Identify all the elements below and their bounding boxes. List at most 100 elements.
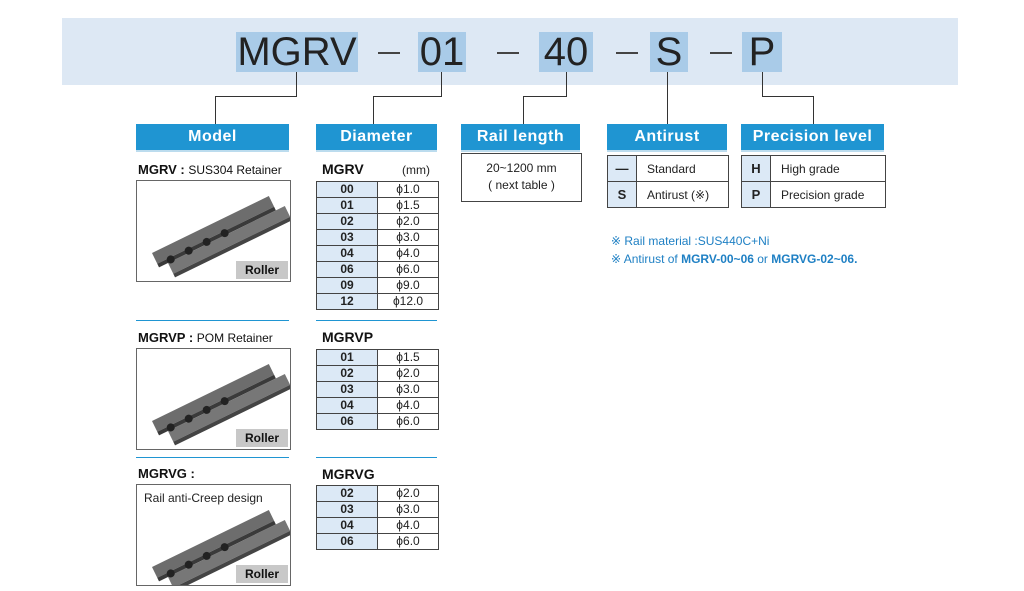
model-header: Model bbox=[136, 124, 289, 152]
diameter-value: ϕ6.0 bbox=[377, 533, 439, 550]
diameter-value: ϕ12.0 bbox=[377, 293, 439, 310]
diameter-code: 02 bbox=[316, 365, 378, 382]
connector bbox=[441, 72, 442, 96]
rail-length-box: 20~1200 mm ( next table ) bbox=[461, 153, 582, 202]
connector bbox=[296, 72, 297, 96]
diameter-code: 03 bbox=[316, 501, 378, 518]
diameter-value: ϕ1.5 bbox=[377, 197, 439, 214]
code-part-antirust: S bbox=[650, 32, 688, 72]
code-band bbox=[62, 18, 958, 85]
diameter-code: 02 bbox=[316, 485, 378, 502]
diameter-group-title: MGRV bbox=[322, 161, 364, 177]
roller-badge: Roller bbox=[236, 261, 288, 279]
diameter-header: Diameter bbox=[316, 124, 437, 152]
code-part-diameter: 01 bbox=[418, 30, 466, 74]
note-rail-material: ※ Rail material :SUS440C+Ni bbox=[611, 234, 770, 248]
divider bbox=[136, 457, 289, 458]
connector bbox=[373, 96, 374, 124]
code-part-precision: P bbox=[742, 32, 782, 72]
code-part-model: MGRV bbox=[236, 30, 358, 74]
diameter-value: ϕ6.0 bbox=[377, 413, 439, 430]
connector bbox=[762, 72, 763, 96]
roller-guide-icon bbox=[152, 196, 290, 278]
diameter-value: ϕ4.0 bbox=[377, 517, 439, 534]
rail-length-header: Rail length bbox=[461, 124, 580, 152]
code-part-length: 40 bbox=[539, 32, 593, 72]
diameter-code: 06 bbox=[316, 261, 378, 278]
diameter-value: ϕ2.0 bbox=[377, 213, 439, 230]
note-antirust: ※ Antirust of MGRV-00~06 or MGRVG-02~06. bbox=[611, 252, 858, 266]
diameter-value: ϕ1.0 bbox=[377, 181, 439, 198]
diameter-code: 06 bbox=[316, 413, 378, 430]
roller-guide-icon bbox=[152, 510, 290, 585]
code-dash bbox=[710, 52, 732, 54]
diameter-code: 03 bbox=[316, 229, 378, 246]
roller-guide-icon bbox=[152, 364, 290, 446]
code-dash bbox=[378, 52, 400, 54]
rail-length-note: ( next table ) bbox=[488, 178, 555, 192]
diameter-value: ϕ4.0 bbox=[377, 397, 439, 414]
roller-badge: Roller bbox=[236, 429, 288, 447]
diameter-code: 04 bbox=[316, 517, 378, 534]
model-label-mgrv: MGRV : SUS304 Retainer bbox=[138, 162, 282, 177]
diameter-code: 09 bbox=[316, 277, 378, 294]
model-label-mgrvg: MGRVG : bbox=[138, 466, 195, 481]
diameter-value: ϕ2.0 bbox=[377, 365, 439, 382]
connector bbox=[215, 96, 297, 97]
diameter-value: ϕ3.0 bbox=[377, 381, 439, 398]
antirust-header: Antirust bbox=[607, 124, 727, 152]
diameter-code: 04 bbox=[316, 245, 378, 262]
connector bbox=[373, 96, 442, 97]
diameter-code: 02 bbox=[316, 213, 378, 230]
diameter-value: ϕ9.0 bbox=[377, 277, 439, 294]
connector bbox=[762, 96, 814, 97]
connector bbox=[523, 96, 567, 97]
diameter-value: ϕ1.5 bbox=[377, 349, 439, 366]
diameter-code: 00 bbox=[316, 181, 378, 198]
model-image-mgrv: Roller bbox=[136, 180, 291, 282]
diameter-code: 06 bbox=[316, 533, 378, 550]
diameter-value: ϕ3.0 bbox=[377, 501, 439, 518]
diameter-value: ϕ3.0 bbox=[377, 229, 439, 246]
diameter-code: 01 bbox=[316, 349, 378, 366]
diameter-value: ϕ2.0 bbox=[377, 485, 439, 502]
diameter-group-title: MGRVP bbox=[322, 329, 374, 345]
divider bbox=[316, 457, 437, 458]
connector bbox=[523, 96, 524, 124]
model-image-mgrvp: Roller bbox=[136, 348, 291, 450]
diameter-code: 01 bbox=[316, 197, 378, 214]
connector bbox=[215, 96, 216, 124]
diameter-code: 03 bbox=[316, 381, 378, 398]
divider bbox=[316, 320, 437, 321]
code-dash bbox=[616, 52, 638, 54]
connector bbox=[566, 72, 567, 96]
precision-header: Precision level bbox=[741, 124, 884, 152]
code-dash bbox=[497, 52, 519, 54]
antirust-row: —Standard bbox=[607, 155, 729, 182]
diameter-code: 12 bbox=[316, 293, 378, 310]
diameter-value: ϕ6.0 bbox=[377, 261, 439, 278]
